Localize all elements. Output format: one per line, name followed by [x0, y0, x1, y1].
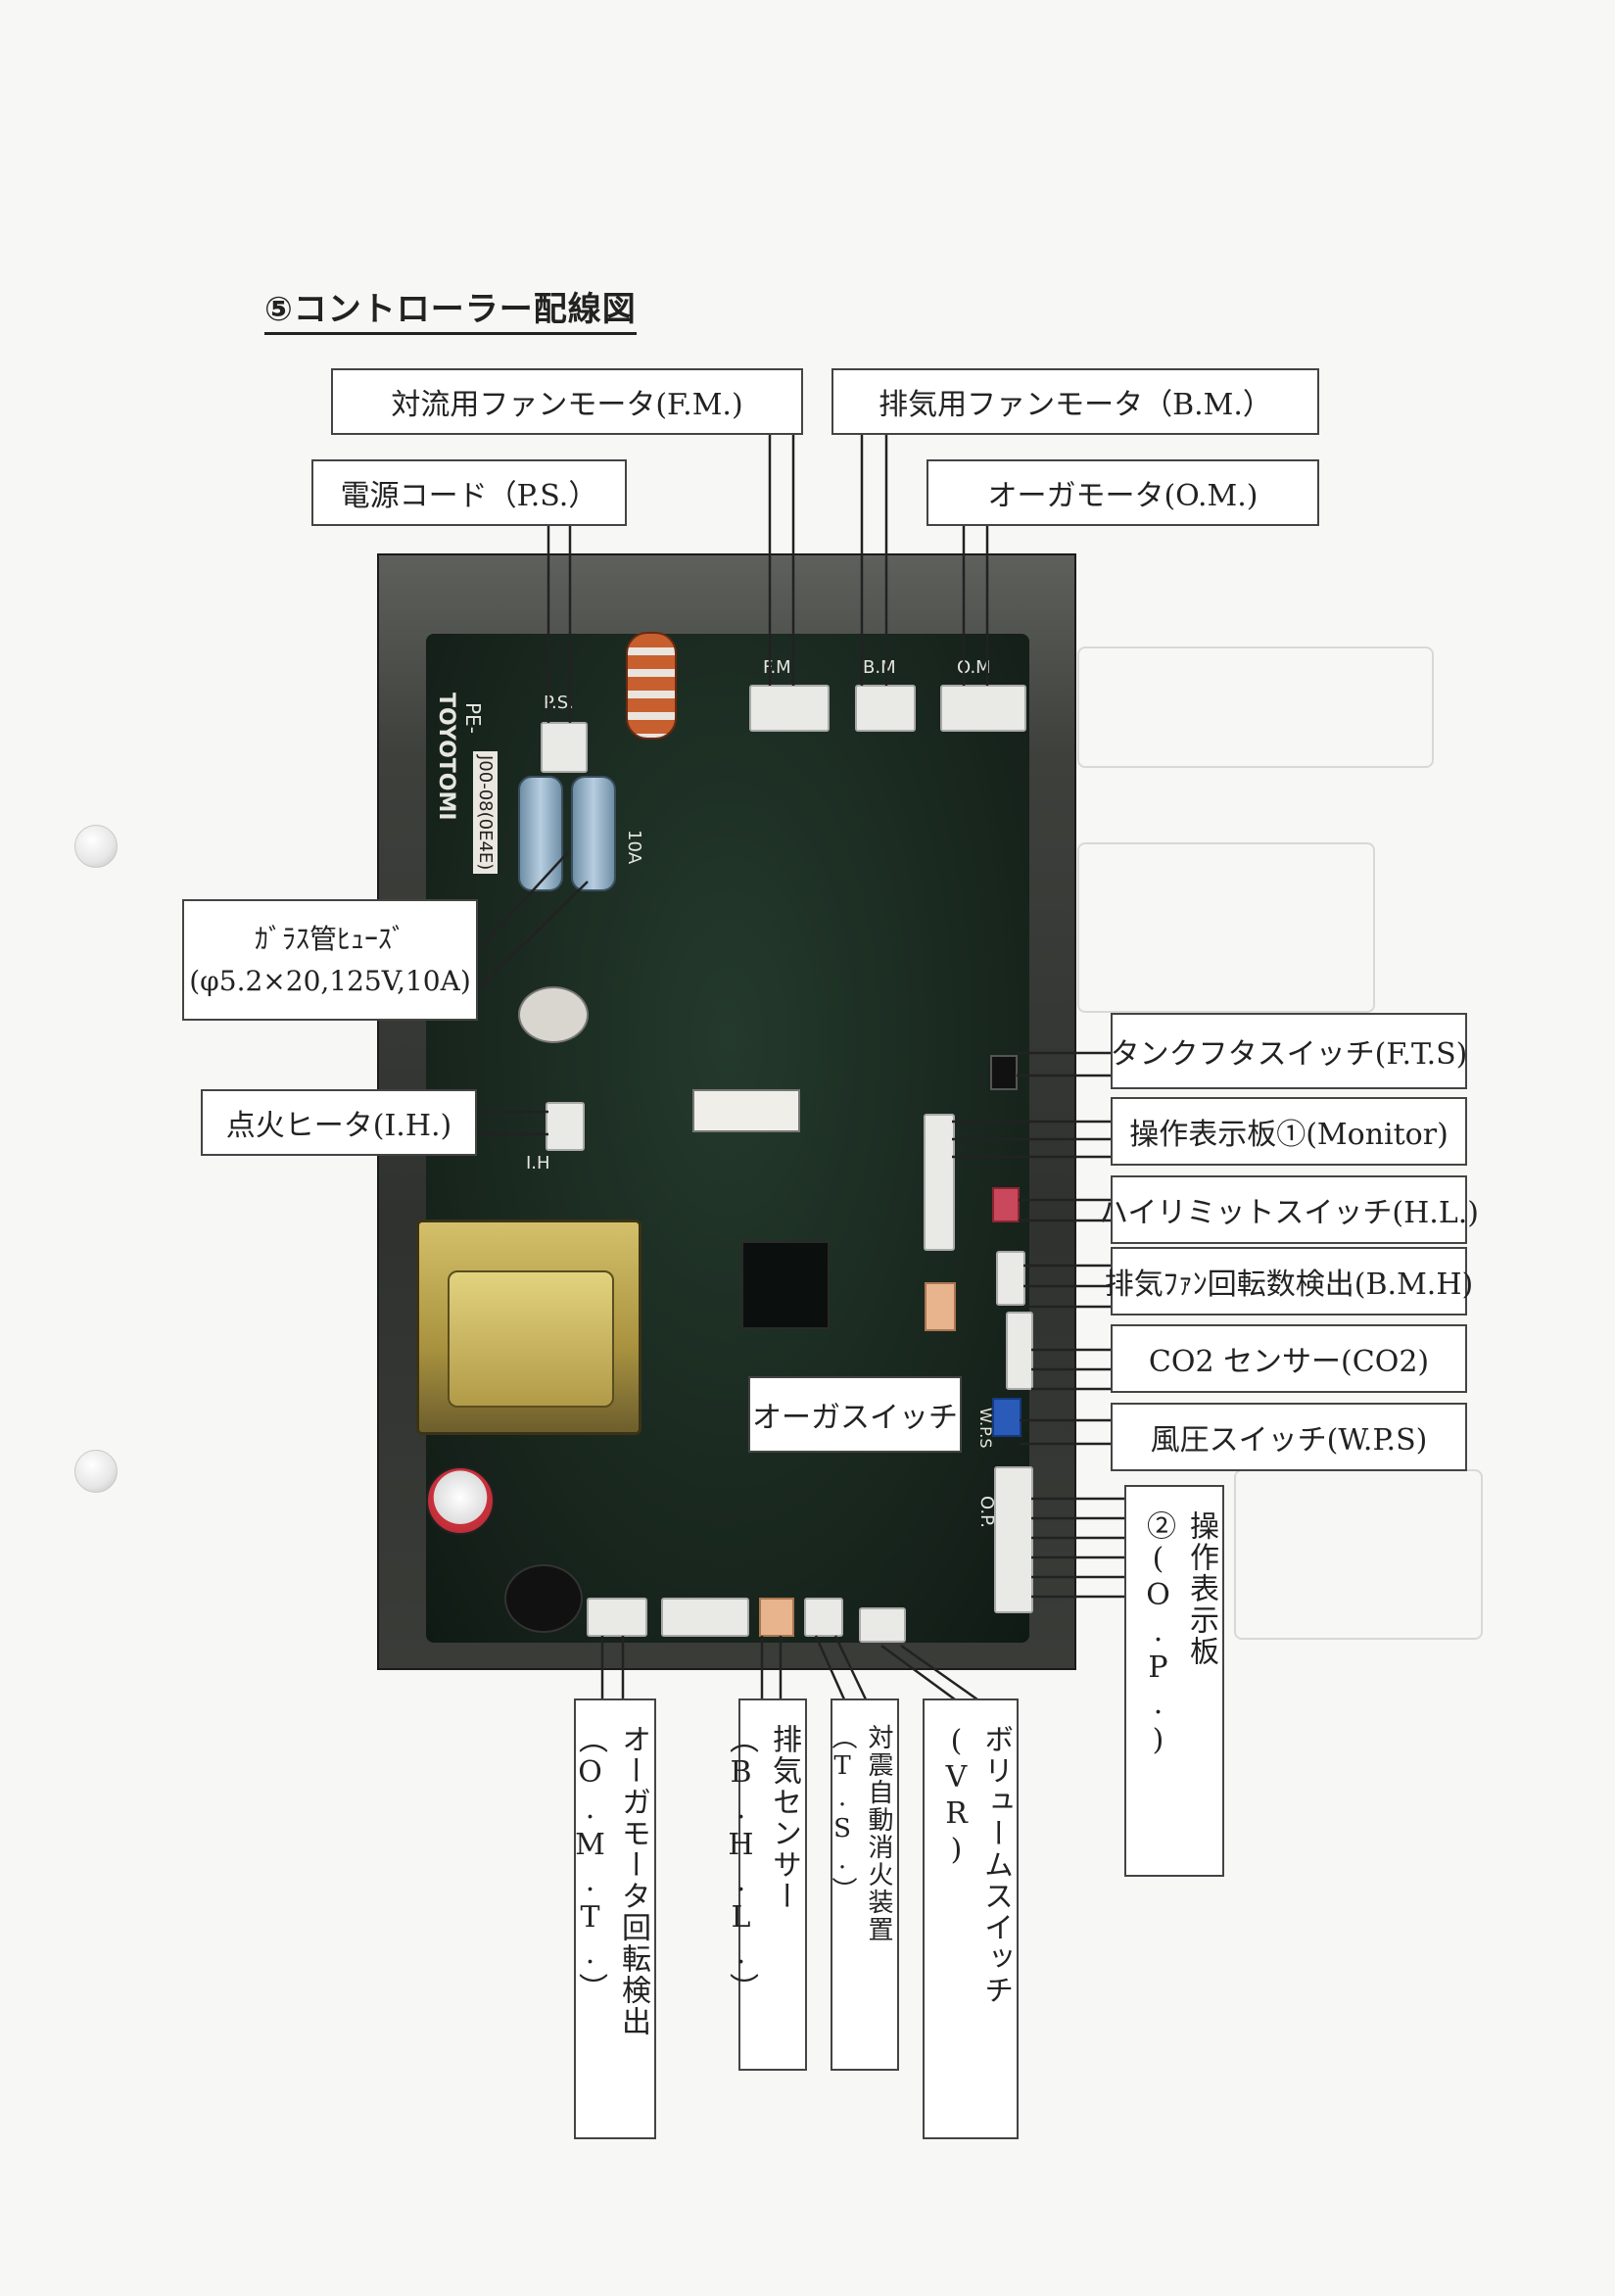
board-ih-label: I.H: [526, 1153, 550, 1173]
bleed-through-box: [1077, 646, 1434, 768]
label-fuse-name: ｶﾞﾗｽ管ﾋｭｰｽﾞ: [254, 922, 405, 955]
board-part-number: J00-08(0E4E): [473, 751, 498, 875]
label-power-cord: 電源コード（P.S.）: [311, 459, 627, 526]
label-exhaust-sensor: 排気センサー（B.H.L.）: [724, 1698, 807, 2071]
connector-om: [940, 685, 1026, 732]
connector-ps: [541, 722, 588, 773]
board-ps-label: P.S.: [544, 693, 574, 713]
controller-board-photo: TOYOTOMI PE- J00-08(0E4E) P.S. F.M B.M O…: [377, 553, 1076, 1670]
sticker: [692, 1089, 800, 1132]
label-co2-sensor: CO2 センサー(CO2): [1111, 1324, 1467, 1393]
connector-fts: [990, 1055, 1018, 1090]
board-fuse-label: 10A: [624, 830, 644, 865]
label-seismic-auto-extinguisher: 対震自動消火装置（T.S.）: [828, 1698, 899, 2071]
label-high-limit-switch: ハイリミットスイッチ(H.L.): [1099, 1175, 1479, 1244]
label-operation-panel-2: 操作表示板②(O.P.): [1124, 1485, 1224, 1877]
relay: [518, 986, 589, 1043]
punch-hole: [74, 825, 118, 868]
connector-fm: [749, 685, 830, 732]
fuse-left: [518, 776, 563, 891]
connector-ih: [546, 1102, 585, 1151]
capacitor: [426, 1466, 495, 1535]
bleed-through-box: [1234, 1469, 1483, 1640]
board-op-label: O.P.: [976, 1496, 997, 1528]
connector-hl: [992, 1187, 1020, 1222]
connector-bmh: [996, 1251, 1025, 1306]
bleed-through-box: [1077, 842, 1375, 1013]
label-convection-fan-motor: 対流用ファンモータ(F.M.): [331, 368, 803, 435]
label-exhaust-fan-speed-detector: 排気ﾌｧﾝ回転数検出(B.M.H): [1105, 1247, 1473, 1315]
connector-op: [994, 1466, 1033, 1613]
connector-bm: [855, 685, 916, 732]
punch-hole: [74, 1450, 118, 1493]
connector-aux: [661, 1598, 749, 1637]
connector-auger-switch: [925, 1282, 956, 1331]
label-operation-panel-1: 操作表示板①(Monitor): [1111, 1097, 1467, 1166]
connector-vr: [859, 1607, 906, 1643]
label-volume-switch: ボリュームスイッチ(VR): [923, 1698, 1019, 2139]
connector-omt: [587, 1598, 647, 1637]
buzzer: [504, 1564, 583, 1633]
connector-monitor: [924, 1114, 955, 1251]
microcontroller: [741, 1241, 830, 1329]
label-tank-lid-switch: タンクフタスイッチ(F.T.S): [1111, 1013, 1467, 1089]
transformer-core: [448, 1270, 614, 1408]
board-model: PE-: [461, 702, 485, 734]
board-wps-label: W.P.S: [976, 1408, 995, 1449]
label-fuse-spec: (φ5.2×20,125V,10A): [189, 965, 471, 997]
label-exhaust-fan-motor: 排気用ファンモータ（B.M.）: [831, 368, 1319, 435]
label-auger-switch: オーガスイッチ: [748, 1376, 962, 1453]
fuse-right: [571, 776, 616, 891]
page-title: ⑤コントローラー配線図: [264, 282, 637, 335]
connector-ts: [804, 1598, 843, 1637]
coil: [626, 632, 677, 740]
label-wind-pressure-switch: 風圧スイッチ(W.P.S): [1111, 1403, 1467, 1471]
label-glass-tube-fuse: ｶﾞﾗｽ管ﾋｭｰｽﾞ (φ5.2×20,125V,10A): [182, 899, 478, 1021]
label-auger-motor: オーガモータ(O.M.): [926, 459, 1319, 526]
connector-co2: [1006, 1312, 1033, 1390]
board-fm-label: F.M: [763, 657, 791, 678]
label-auger-motor-rotation-detector: オーガモータ回転検出（O.M.T.）: [573, 1698, 656, 2139]
board-om-label: O.M: [957, 657, 991, 678]
board-brand: TOYOTOMI: [434, 693, 458, 821]
connector-bhl: [759, 1598, 794, 1637]
connector-wps: [992, 1398, 1021, 1437]
label-ignition-heater: 点火ヒータ(I.H.): [201, 1089, 477, 1156]
board-bm-label: B.M: [863, 657, 896, 678]
